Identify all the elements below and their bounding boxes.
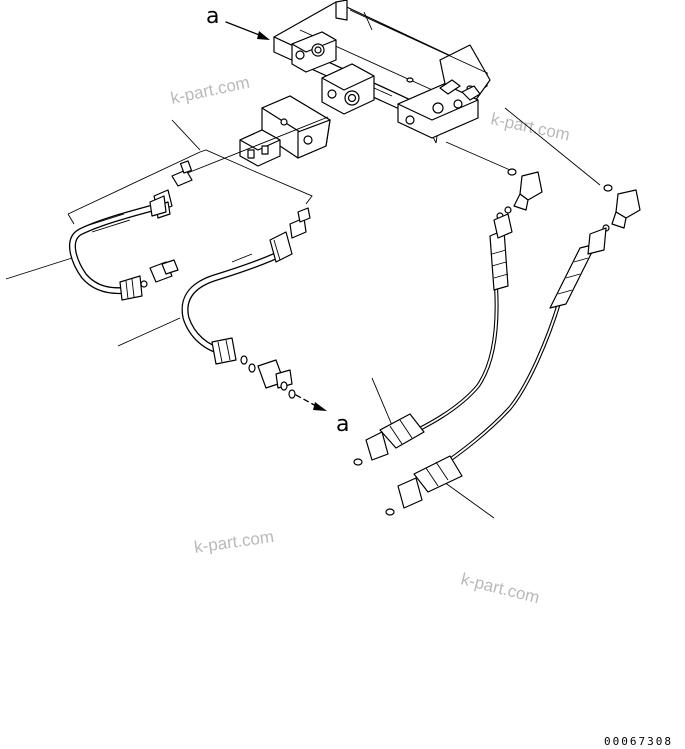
watermark-4: k-part.com: [459, 569, 542, 607]
reference-arrow-top: [225, 21, 270, 40]
solenoid-valve-block: [397, 79, 481, 139]
elbow-fitting-mid: [496, 168, 543, 220]
hose-assembly-2: [181, 231, 293, 365]
connector-lower-left: [240, 355, 296, 399]
leader-lines: [5, 107, 601, 519]
valve-block-1: [291, 31, 337, 73]
reference-mark-top: a: [206, 4, 219, 29]
fitting-tee-left: [140, 259, 179, 288]
fitting-elbow-left: [171, 160, 193, 187]
drawing-number: 00067308: [604, 735, 673, 748]
reference-mark-bottom: a: [336, 412, 349, 437]
small-bracket: [239, 95, 331, 167]
hose-assembly-4: [385, 227, 607, 516]
reference-arrow-bottom: [295, 394, 327, 411]
watermark-2: k-part.com: [489, 109, 571, 144]
hose-assembly-1: [68, 195, 167, 301]
fitting-straight-right: [289, 207, 311, 239]
watermark-3: k-part.com: [193, 527, 275, 557]
valve-block-2: [321, 63, 393, 115]
elbow-fitting-right: [602, 184, 641, 232]
hose-assembly-3: [353, 213, 513, 466]
watermark-1: k-part.com: [169, 73, 251, 108]
